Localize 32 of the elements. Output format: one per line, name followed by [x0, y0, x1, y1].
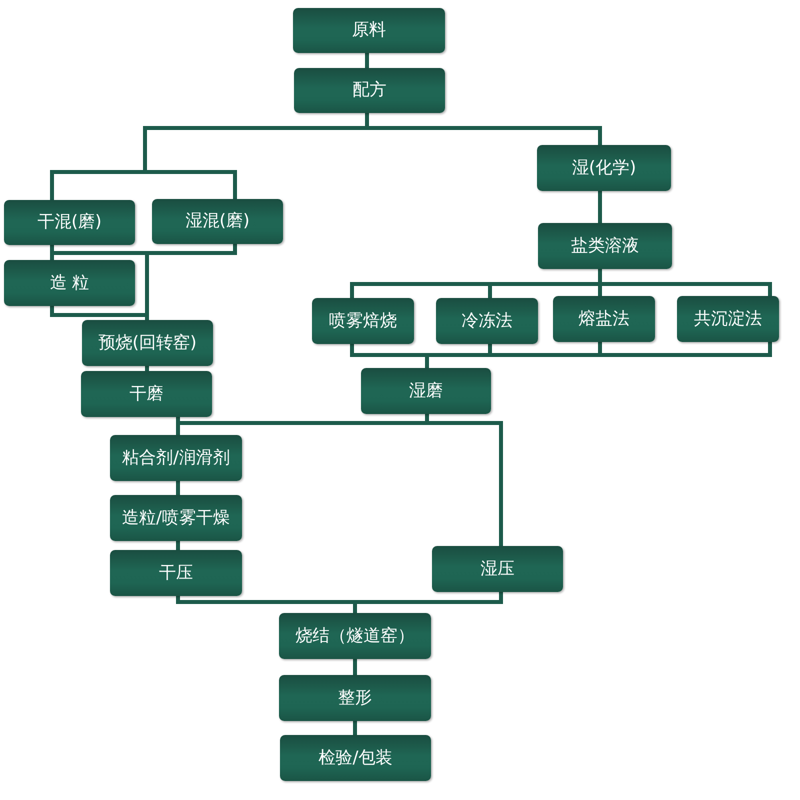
connector-line	[176, 541, 180, 550]
process-box: 配方	[294, 68, 445, 113]
process-box: 共沉淀法	[677, 296, 779, 342]
connector-line	[425, 342, 772, 368]
process-box: 湿磨	[361, 368, 491, 414]
process-box: 烧结（燧道窑）	[279, 613, 431, 659]
process-box: 造粒/喷雾干燥	[110, 495, 242, 541]
process-box: 干磨	[81, 371, 212, 417]
process-box: 预烧(回转窑)	[82, 320, 213, 366]
process-box: 原料	[293, 8, 445, 53]
process-box: 整形	[279, 675, 431, 721]
process-box: 冷冻法	[436, 298, 538, 344]
connector-line	[365, 53, 369, 68]
process-box: 熔盐法	[553, 296, 655, 342]
connector-line	[50, 306, 149, 320]
process-box: 干混(磨)	[4, 200, 135, 245]
process-box: 湿混(磨)	[152, 199, 283, 244]
process-box: 湿压	[432, 546, 563, 592]
process-box: 盐类溶液	[538, 223, 672, 269]
process-box: 喷雾焙烧	[312, 298, 414, 344]
connector-line	[353, 659, 357, 675]
process-box: 干压	[110, 550, 242, 596]
connector-line	[145, 366, 149, 371]
connector-line	[353, 721, 357, 735]
process-box: 湿(化学)	[537, 145, 671, 191]
connector-line	[598, 191, 602, 223]
connector-line	[176, 481, 180, 495]
process-box: 造 粒	[4, 260, 135, 306]
process-box: 粘合剂/润滑剂	[110, 435, 242, 481]
connector-line	[176, 412, 503, 548]
connector-line	[353, 592, 503, 613]
process-box: 检验/包装	[280, 735, 431, 781]
